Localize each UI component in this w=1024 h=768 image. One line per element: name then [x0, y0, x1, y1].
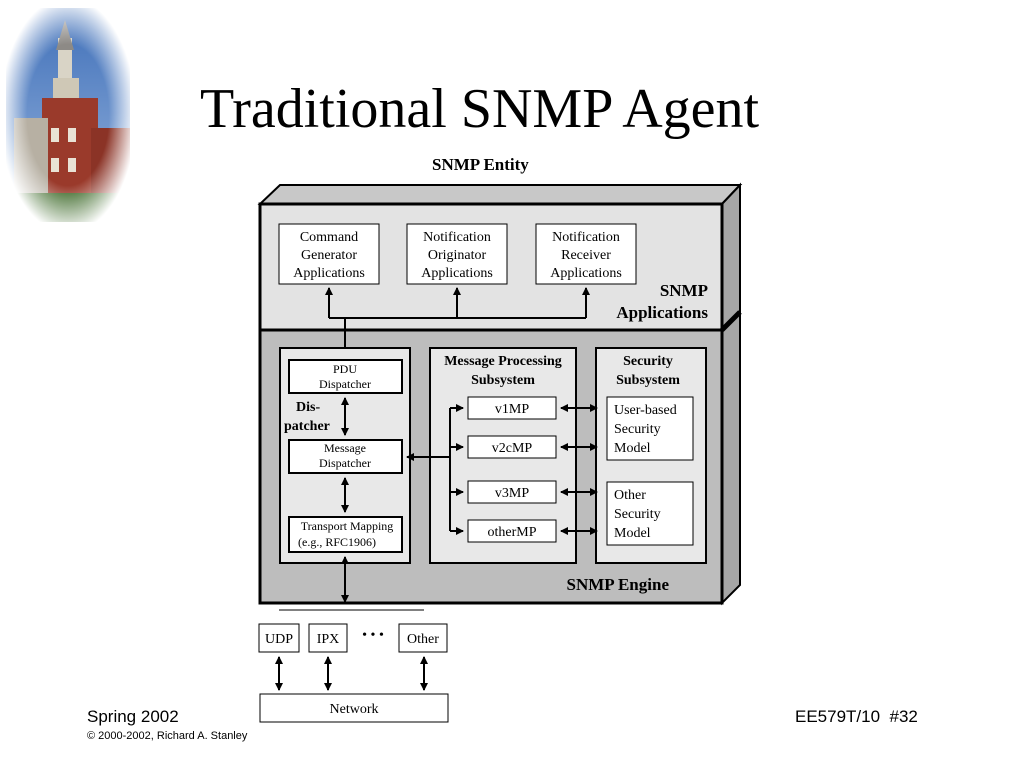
cube-side-face [721, 182, 741, 606]
svg-text:User-based: User-based [614, 403, 677, 418]
svg-text:Model: Model [614, 441, 651, 456]
mp-model-v3mp: v3MP [467, 480, 557, 504]
snmp-entity-label: SNMP Entity [432, 155, 529, 174]
svg-text:Network: Network [330, 702, 379, 717]
transport-mapping-box: Transport Mapping (e.g., RFC1906) [288, 516, 403, 553]
svg-text:Transport Mapping: Transport Mapping [301, 519, 394, 533]
applications-label-line1: SNMP [660, 281, 708, 300]
svg-text:otherMP: otherMP [488, 525, 537, 540]
security-model-other: Other Security Model [606, 481, 694, 546]
pdu-dispatcher-box: PDU Dispatcher [288, 359, 403, 394]
svg-text:v2cMP: v2cMP [492, 441, 533, 456]
footer-slide-number: EE579T/10 #32 [795, 707, 918, 727]
app-notification-originator: Notification Originator Applications [406, 223, 508, 285]
mp-model-v1mp: v1MP [467, 396, 557, 420]
svg-text:Message: Message [324, 441, 366, 455]
svg-text:Other: Other [407, 632, 439, 647]
svg-text:v3MP: v3MP [495, 486, 529, 501]
app-command-generator: Command Generator Applications [278, 223, 380, 285]
dispatcher-label-line2: patcher [284, 419, 330, 434]
snmp-engine-label: SNMP Engine [567, 575, 670, 594]
footer-copyright: © 2000-2002, Richard A. Stanley [87, 730, 248, 742]
svg-text:Dispatcher: Dispatcher [319, 377, 371, 391]
footer-course: EE579T/10 [795, 707, 881, 726]
svg-text:Notification: Notification [423, 230, 491, 245]
transport-ellipsis: • • • [362, 628, 384, 643]
message-dispatcher-box: Message Dispatcher [288, 439, 403, 474]
app-connector-lines [325, 287, 590, 357]
svg-text:(e.g., RFC1906): (e.g., RFC1906) [298, 535, 376, 549]
mp-title-line2: Subsystem [471, 373, 535, 388]
mp-connector-lines [406, 404, 464, 535]
svg-text:Generator: Generator [301, 248, 357, 263]
app-notification-receiver: Notification Receiver Applications [535, 223, 637, 285]
network-box: Network [259, 693, 449, 723]
network-arrows [275, 656, 428, 691]
applications-label-line2: Applications [616, 303, 708, 322]
svg-text:Receiver: Receiver [561, 248, 611, 263]
footer-page: #32 [889, 707, 918, 726]
logo-building-icon [6, 8, 130, 222]
security-title-line2: Subsystem [616, 373, 680, 388]
transport-udp: UDP [258, 623, 300, 653]
svg-text:Applications: Applications [293, 266, 365, 281]
svg-text:Originator: Originator [428, 248, 487, 263]
transport-ipx: IPX [308, 623, 348, 653]
svg-text:UDP: UDP [265, 632, 293, 647]
security-model-user-based: User-based Security Model [606, 396, 694, 461]
transport-other: Other [398, 623, 448, 653]
mp-model-othermp: otherMP [467, 519, 557, 543]
footer-semester: Spring 2002 [87, 707, 179, 726]
svg-text:Notification: Notification [552, 230, 620, 245]
mp-model-v2cmp: v2cMP [467, 435, 557, 459]
svg-text:Dispatcher: Dispatcher [319, 456, 371, 470]
mp-title-line1: Message Processing [444, 354, 562, 369]
svg-text:PDU: PDU [333, 362, 357, 376]
svg-text:Other: Other [614, 488, 646, 503]
mp-security-arrows [560, 404, 598, 535]
svg-text:IPX: IPX [317, 632, 340, 647]
cube-top-face [257, 184, 743, 205]
svg-text:Applications: Applications [421, 266, 493, 281]
svg-text:v1MP: v1MP [495, 402, 529, 417]
slide-title: Traditional SNMP Agent [200, 78, 760, 140]
dispatcher-label-line1: Dis- [296, 400, 320, 415]
svg-text:Security: Security [614, 507, 661, 522]
svg-text:Applications: Applications [550, 266, 622, 281]
security-title-line1: Security [623, 354, 673, 369]
svg-text:Model: Model [614, 526, 651, 541]
svg-text:Security: Security [614, 422, 661, 437]
svg-text:Command: Command [300, 230, 358, 245]
